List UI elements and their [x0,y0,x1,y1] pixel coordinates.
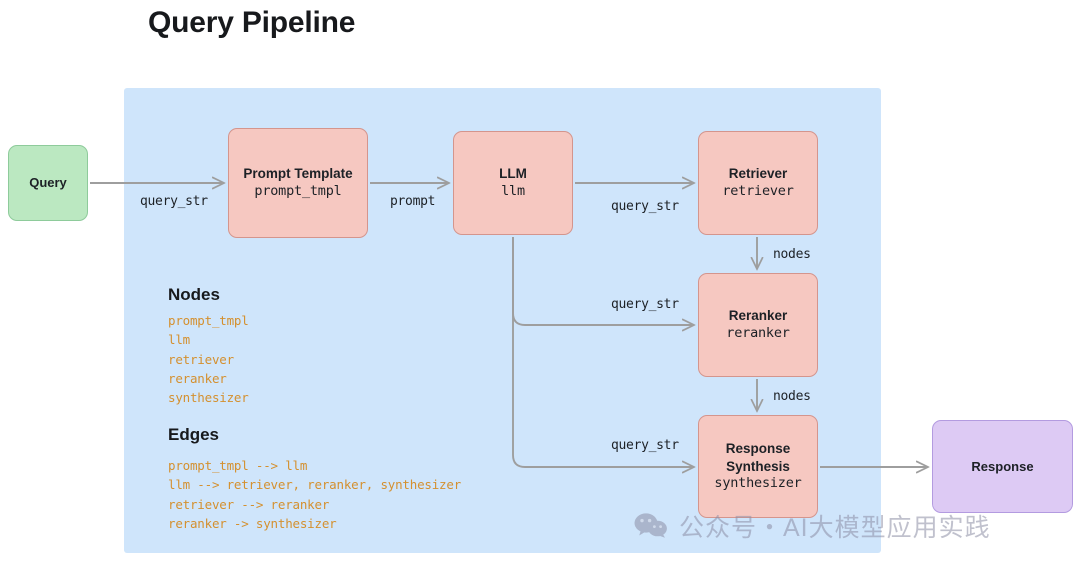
node-prompt-template-title: Prompt Template [243,166,353,182]
legend-nodes-heading: Nodes [168,285,220,304]
node-response-synthesis-title-line2: Synthesis [726,458,790,474]
node-query-title: Query [29,175,67,191]
node-response[interactable]: Response [932,420,1073,513]
edge-label-llm-to-retriever: query_str [611,199,679,214]
wechat-icon [634,513,667,538]
edge-label-llm-to-reranker: query_str [611,297,679,312]
page-title: Query Pipeline [148,6,356,39]
node-retriever-title: Retriever [728,166,788,182]
edge-label-query-to-prompt: query_str [140,194,208,209]
node-reranker-title: Reranker [728,308,788,324]
watermark: 公众号・AI大模型应用实践 [634,508,991,544]
edge-label-retriever-to-reranker: nodes [773,247,811,262]
legend-edges-heading: Edges [168,425,220,444]
legend-edges-list: prompt_tmpl --> llm llm --> retriever, r… [168,458,462,531]
node-reranker-id: reranker [726,325,790,341]
node-llm-title: LLM [499,166,527,182]
node-prompt-template[interactable]: Prompt Template prompt_tmpl [228,128,368,238]
node-response-synthesis[interactable]: Response Synthesis synthesizer [698,415,818,518]
node-reranker[interactable]: Reranker reranker [698,273,818,377]
node-query[interactable]: Query [8,145,88,221]
node-retriever[interactable]: Retriever retriever [698,131,818,235]
node-response-title: Response [971,458,1034,474]
watermark-text: 公众号・AI大模型应用实践 [679,514,991,542]
node-response-synthesis-title-line1: Response [725,440,791,456]
edge-label-reranker-to-synthesizer: nodes [773,389,811,404]
node-response-synthesis-id: synthesizer [714,475,802,492]
edge-label-prompt-to-llm: prompt [390,194,436,209]
edge-label-llm-to-synthesizer: query_str [611,438,679,453]
node-llm[interactable]: LLM llm [453,131,573,235]
node-retriever-id: retriever [722,183,794,199]
node-llm-id: llm [501,183,525,199]
node-prompt-template-id: prompt_tmpl [254,183,342,199]
legend-nodes-list: prompt_tmpl llm retriever reranker synth… [168,313,249,406]
